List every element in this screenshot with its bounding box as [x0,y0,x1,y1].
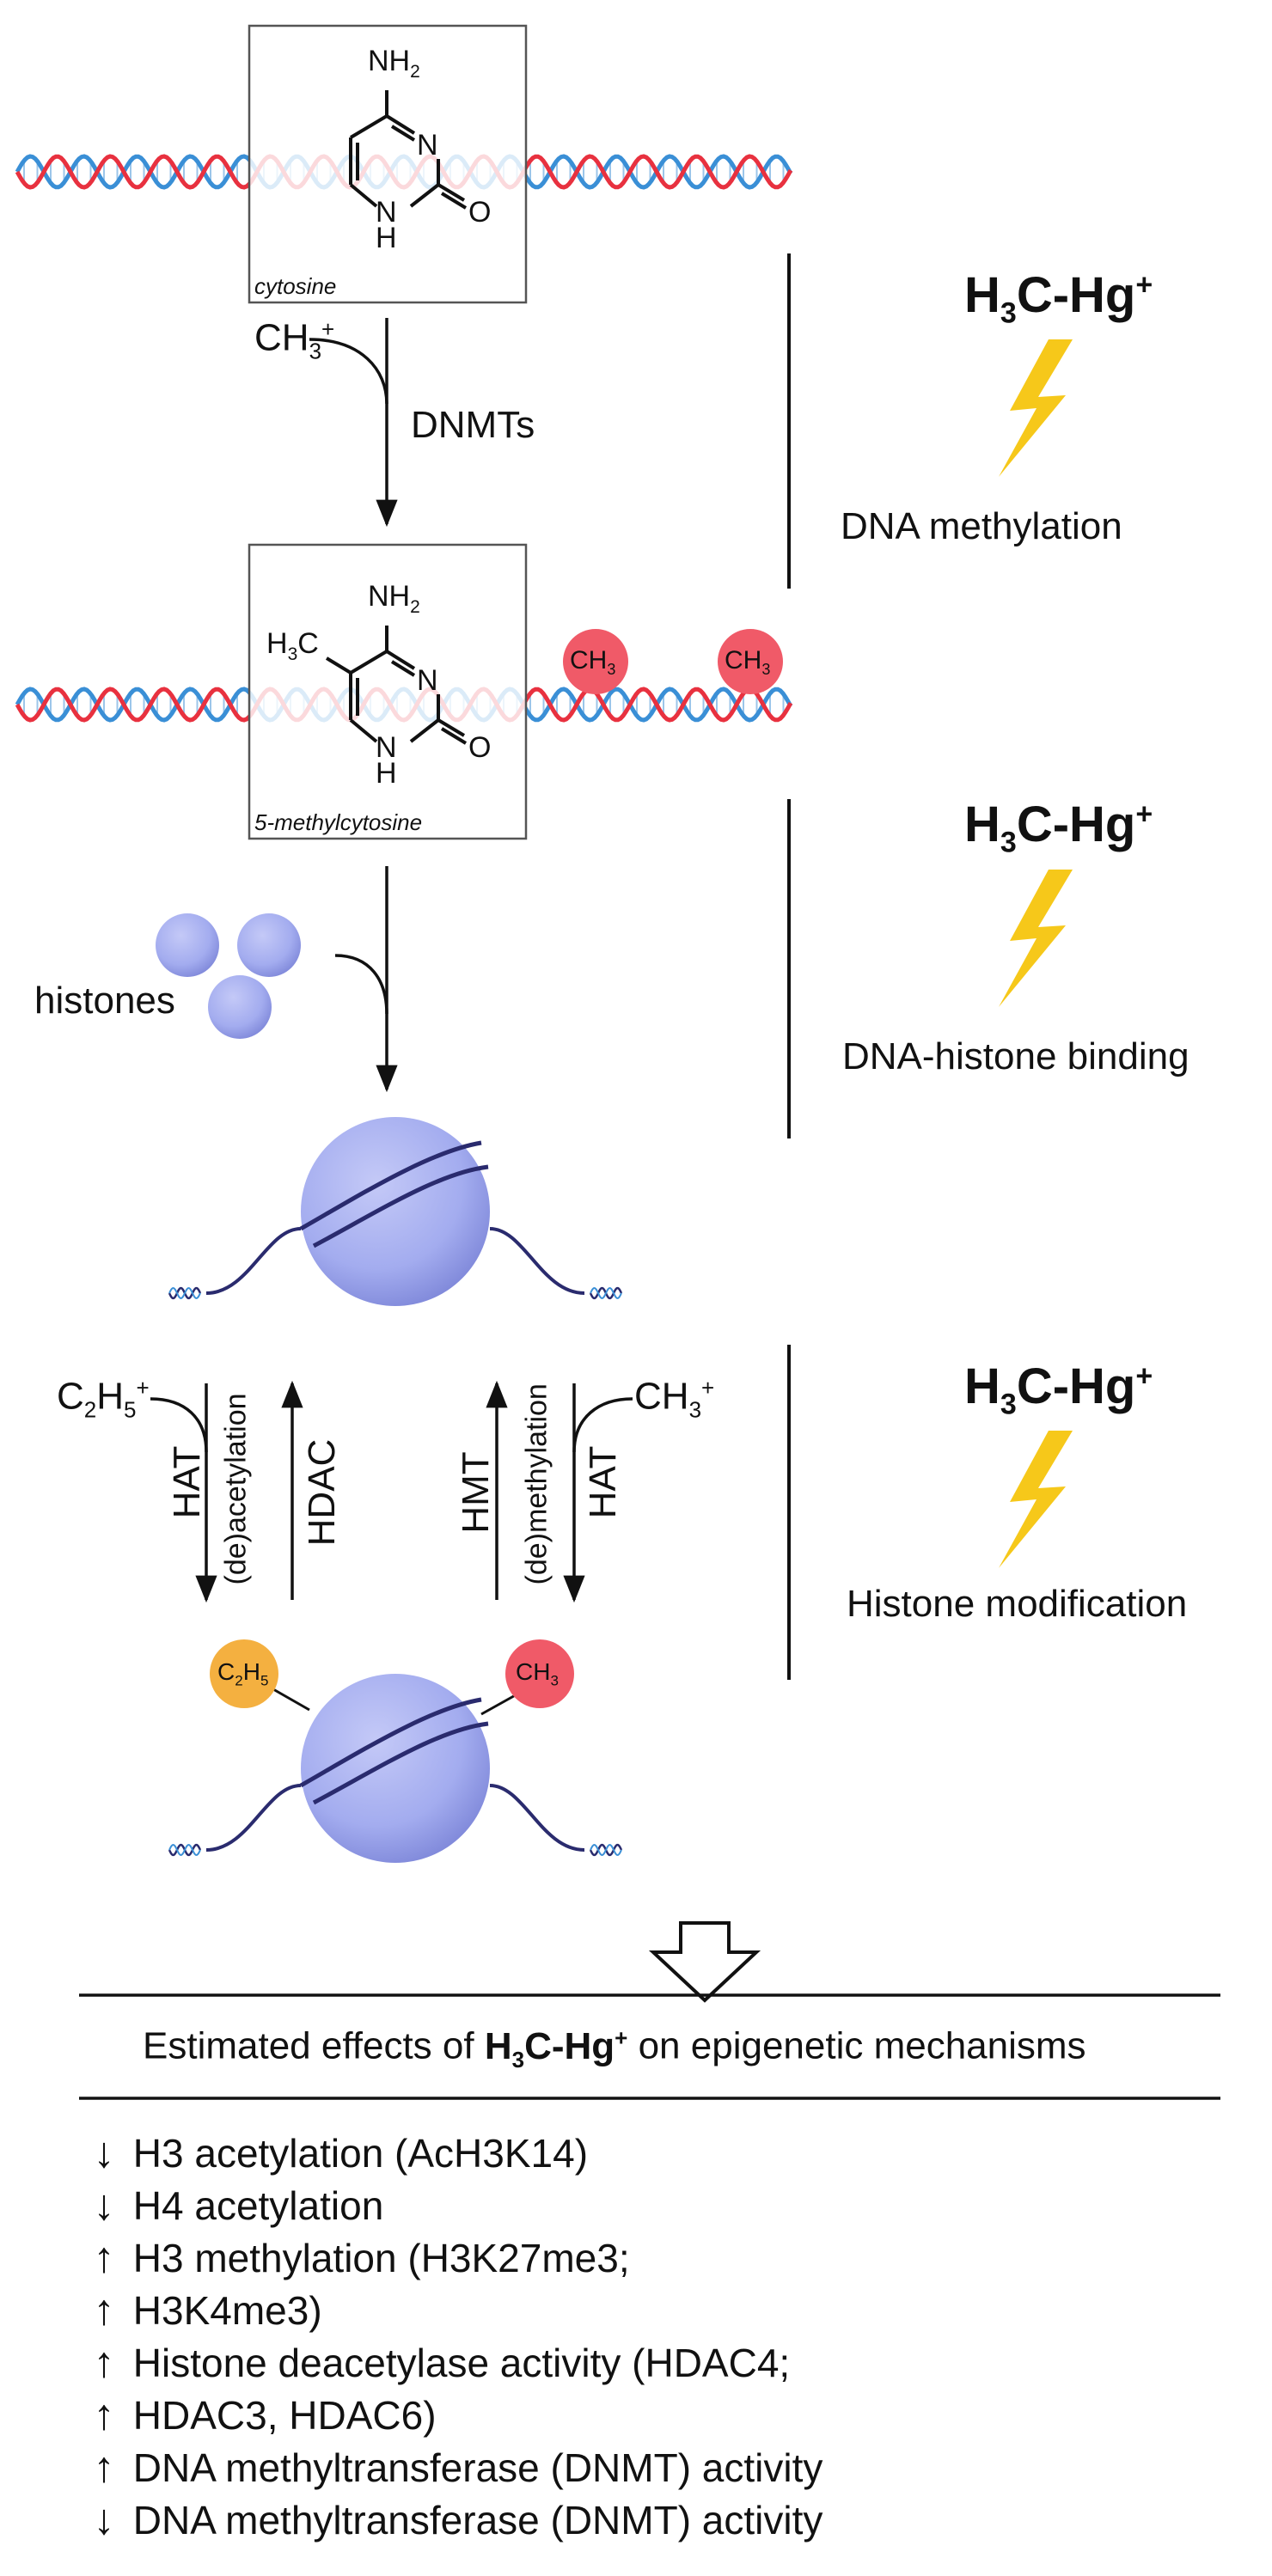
methylation-reagent-curve [309,338,388,405]
histones-label: histones [34,980,175,1022]
methylcytosine-structure [325,626,468,745]
cytosine-structure [349,90,468,210]
acetyl-reagent-curve [150,1397,208,1453]
histone-methyl-reagent-curve [572,1397,633,1453]
methyl-tag-1-label: CH3 [570,646,616,678]
methylcytosine-nh2: NH2 [368,580,420,617]
effect-label-1: DNA methylation [841,505,1122,547]
acetyl-tag [210,1639,278,1708]
effect-text: HDAC3, HDAC6) [122,2393,437,2438]
nucleosome-unmodified [168,1117,623,1306]
methyl-tag-2 [718,629,783,694]
cytosine-o: O [468,196,492,229]
effect-text: H3 acetylation (AcH3K14) [122,2131,589,2176]
cytosine-nh2: NH2 [368,45,420,82]
acetyl-tag-label: C2H5 [217,1658,269,1689]
lightning-icon-3 [999,1431,1073,1568]
nucleosome-modified [168,1674,623,1863]
lightning-icon-1 [999,339,1073,477]
down-arrow-icon: ↓ [93,2128,115,2176]
acetyl-reagent: C2H5+ [57,1375,150,1423]
up-arrow-icon: ↑ [93,2338,115,2386]
hdac-label: HDAC [301,1438,343,1547]
hg-formula-1: H3C-Hg+ [964,267,1153,330]
demethylation-label: (de)methylation [520,1383,553,1585]
methylation-reagent: CH3+ [254,316,335,364]
effect-text: H3 methylation (H3K27me3; [122,2236,630,2280]
cytosine-n: N [417,129,438,162]
methylcytosine-label: 5-methylcytosine [254,809,423,835]
effect-item: ↓ DNA methyltransferase (DNMT) activity [86,2494,823,2544]
effect-item: ↑ H3 methylation (H3K27me3; [86,2232,630,2282]
effect-item: ↑ HDAC3, HDAC6) [86,2390,437,2439]
methylcytosine-box [248,543,528,840]
effect-text: DNA methyltransferase (DNMT) activity [122,2498,823,2542]
deacetylation-label: (de)acetylation [219,1393,253,1585]
methylcytosine-n: N [417,664,438,697]
methyl-tag-1 [563,629,628,694]
cytosine-box [248,24,528,304]
cytosine-label: cytosine [254,273,337,299]
up-arrow-icon: ↑ [93,2233,115,2281]
hg-formula-3: H3C-Hg+ [964,1358,1153,1421]
hat-label: HAT [166,1445,208,1519]
effect-item: ↓ H3 acetylation (AcH3K14) [86,2127,589,2177]
down-arrow-icon: ↓ [93,2181,115,2229]
up-arrow-icon: ↑ [93,2443,115,2491]
up-arrow-icon: ↑ [93,2390,115,2439]
effect-item: ↑ Histone deacetylase activity (HDAC4; [86,2337,791,2387]
effect-text: H4 acetylation [122,2183,384,2228]
result-arrow-icon [648,1921,761,2003]
hmt-label: HMT [455,1451,497,1534]
effect-text: Histone deacetylase activity (HDAC4; [122,2341,791,2385]
effect-item: ↓ H4 acetylation [86,2180,384,2230]
methyl-tag-2-label: CH3 [725,646,771,678]
free-histones [156,913,301,1039]
effect-text: H3K4me3) [122,2288,322,2333]
effect-label-2: DNA-histone binding [842,1035,1189,1077]
methylcytosine-h3c: H3C [266,627,319,664]
histone-methyl-tag-label: CH3 [516,1658,559,1689]
down-arrow-icon: ↓ [93,2495,115,2543]
dnmts-label: DNMTs [411,404,535,446]
effect-text: DNA methyltransferase (DNMT) activity [122,2445,823,2490]
histone-reagent-curve [334,954,388,1015]
histone-methyl-tag [505,1639,574,1708]
lightning-icon-2 [999,870,1073,1007]
effect-item: ↑ H3K4me3) [86,2285,322,2335]
effect-label-3: Histone modification [847,1583,1188,1625]
effect-item: ↑ DNA methyltransferase (DNMT) activity [86,2442,823,2492]
summary-title: Estimated effects of H3C-Hg+ on epigenet… [143,2024,1086,2072]
hat2-label: HAT [582,1445,624,1519]
histone-methyl-reagent: CH3+ [634,1375,715,1423]
methylcytosine-o: O [468,731,492,764]
hg-formula-2: H3C-Hg+ [964,797,1153,859]
up-arrow-icon: ↑ [93,2286,115,2334]
